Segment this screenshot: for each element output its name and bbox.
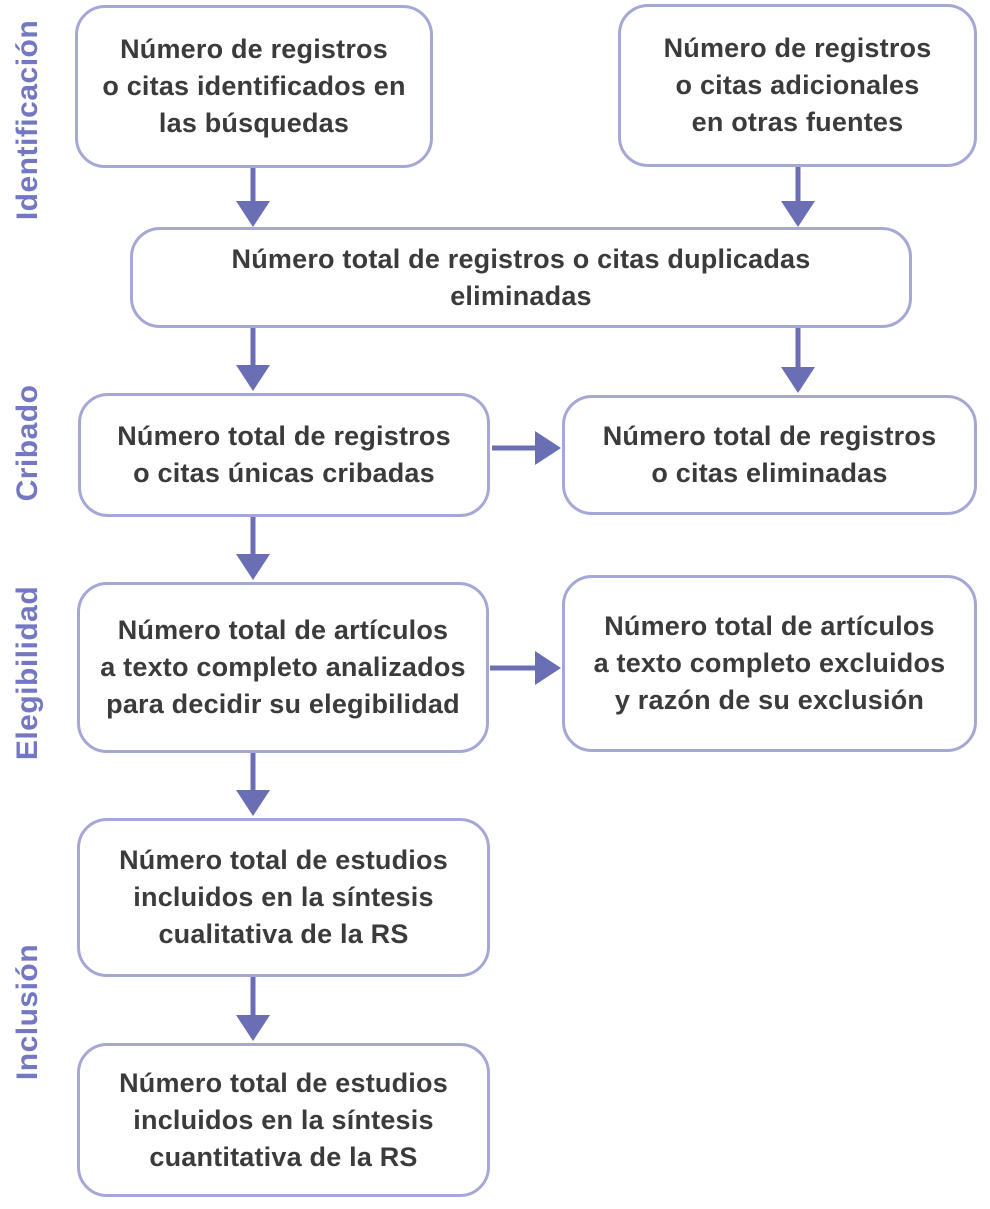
box-text-quantitative-synthesis: Número total de estudios incluidos en la… — [119, 1067, 448, 1172]
flow-box-fulltext-assessed: Número total de artículos a texto comple… — [77, 582, 489, 753]
stage-label-elegibilidad: Elegibilidad — [11, 585, 44, 761]
additional-to-duplicates-arrow — [781, 167, 815, 227]
duplicates-to-screened-arrow — [236, 328, 270, 391]
flow-box-duplicates-removed: Número total de registros o citas duplic… — [130, 227, 912, 328]
stage-label-inclusion: Inclusión — [11, 943, 44, 1081]
flow-box-citations-removed: Número total de registros o citas elimin… — [562, 395, 977, 515]
screened-to-fulltext-arrow — [236, 517, 270, 580]
box-text-qualitative-synthesis: Número total de estudios incluidos en la… — [119, 845, 448, 949]
identified-to-duplicates-arrow — [236, 168, 270, 227]
qualitative-to-quantitative-arrow — [236, 977, 270, 1041]
duplicates-to-removed-arrow — [781, 328, 815, 393]
stage-label-identificacion: Identificación — [11, 19, 44, 221]
box-text-citations-removed: Número total de registros o citas elimin… — [602, 421, 937, 488]
box-text-screened: Número total de registros o citas únicas… — [117, 421, 451, 488]
flow-box-qualitative-synthesis: Número total de estudios incluidos en la… — [77, 818, 490, 977]
fulltext-to-qualitative-arrow — [236, 753, 270, 816]
stage-label-cribado: Cribado — [11, 384, 44, 502]
box-text-fulltext-assessed: Número total de artículos a texto comple… — [100, 615, 466, 719]
box-text-records-identified: Número de registros o citas identificado… — [102, 34, 406, 138]
box-text-additional-sources: Número de registros o citas adicionales … — [663, 33, 932, 137]
flow-box-records-identified: Número de registros o citas identificado… — [75, 5, 433, 168]
flow-box-fulltext-excluded: Número total de artículos a texto comple… — [562, 575, 977, 752]
flow-box-quantitative-synthesis: Número total de estudios incluidos en la… — [77, 1043, 490, 1197]
box-text-fulltext-excluded: Número total de artículos a texto comple… — [593, 611, 946, 715]
fulltext-to-excluded-arrow — [490, 651, 561, 685]
screened-to-removed-arrow — [492, 431, 561, 465]
flow-box-screened: Número total de registros o citas únicas… — [78, 393, 490, 517]
flow-box-additional-sources: Número de registros o citas adicionales … — [618, 4, 977, 167]
box-text-duplicates-removed: Número total de registros o citas duplic… — [231, 243, 811, 311]
